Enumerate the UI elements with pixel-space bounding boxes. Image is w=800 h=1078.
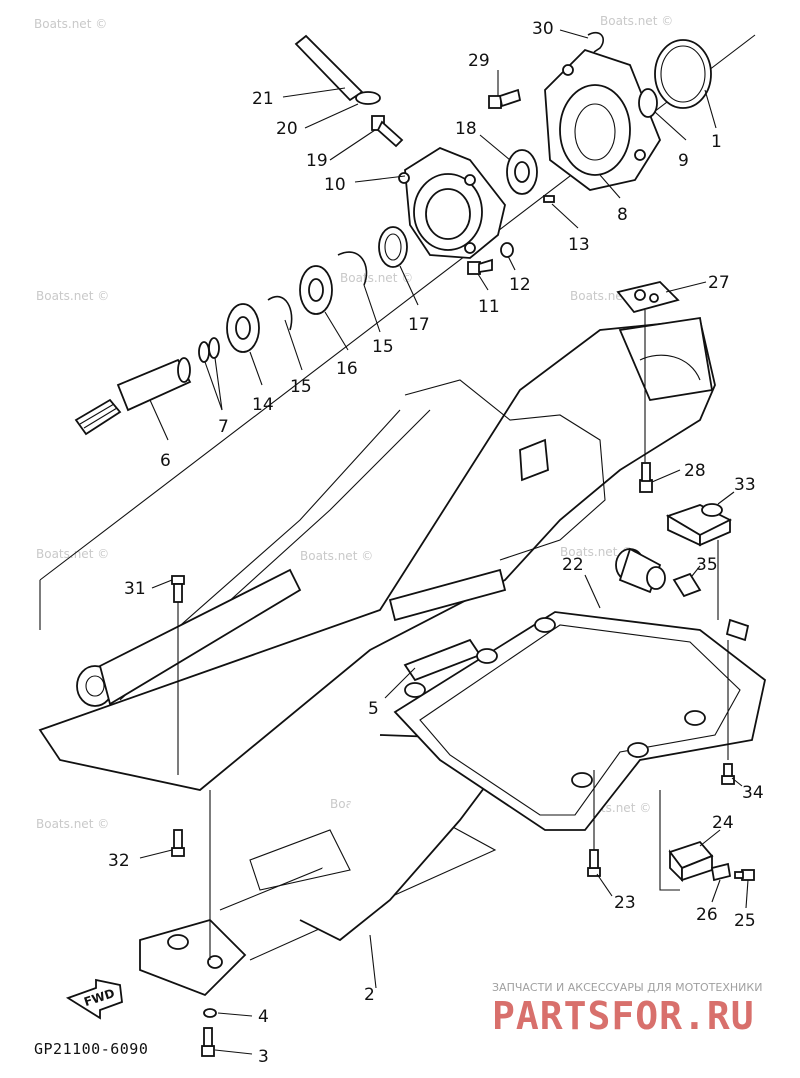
callout-25: 25 — [734, 911, 756, 931]
watermark: Boats.net © — [340, 271, 413, 285]
callout-15b: 15 — [372, 337, 394, 357]
part-27-plate — [616, 281, 680, 314]
part-19-fitting — [371, 115, 404, 148]
part-34-bolt — [721, 763, 735, 785]
callout-9: 9 — [678, 151, 689, 171]
callout-16: 16 — [336, 359, 358, 379]
callout-33: 33 — [734, 475, 756, 495]
callout-11: 11 — [478, 297, 500, 317]
callout-3: 3 — [258, 1047, 269, 1067]
part-7-oring — [208, 337, 220, 359]
part-17-snap-ring — [378, 226, 408, 268]
callout-22: 22 — [562, 555, 584, 575]
callout-24: 24 — [712, 813, 734, 833]
callout-14: 14 — [252, 395, 274, 415]
watermark: Boats.net © — [34, 17, 107, 31]
callout-17: 17 — [408, 315, 430, 335]
part-1-oring — [654, 39, 712, 109]
watermark: Boats.net © — [300, 549, 373, 563]
brand-logo: PARTSFOR.RU — [492, 994, 755, 1038]
part-28-bolt — [639, 462, 653, 493]
callout-20: 20 — [276, 119, 298, 139]
part-10-bearing-housing — [398, 146, 506, 259]
part-11-bolt — [467, 258, 493, 275]
watermark: Boats.net © — [36, 289, 109, 303]
part-26-washer — [710, 862, 732, 882]
sensor-assembly — [615, 547, 750, 642]
callout-8: 8 — [617, 205, 628, 225]
part-22-ride-plate — [393, 611, 767, 831]
part-29-bolt — [488, 88, 522, 109]
callout-4: 4 — [258, 1007, 269, 1027]
callout-labels: 1 2 3 4 5 6 7 8 9 10 11 12 13 14 15 15 1… — [108, 19, 764, 1067]
callout-32: 32 — [108, 851, 130, 871]
part-13-pin — [543, 195, 555, 203]
part-12-washer — [500, 242, 514, 258]
part-18-bearing — [506, 149, 538, 195]
callout-1: 1 — [711, 132, 722, 152]
part-24-block — [668, 840, 714, 883]
part-14-bearing — [226, 303, 260, 353]
part-20-clamp — [355, 91, 381, 105]
callout-27: 27 — [708, 273, 730, 293]
part-3-bolt — [201, 1027, 215, 1057]
part-30-clip — [587, 31, 604, 53]
callout-31: 31 — [124, 579, 146, 599]
part-35-pin — [672, 572, 702, 598]
part-31-bolt — [171, 575, 185, 603]
part-6-coupler — [74, 357, 192, 436]
part-2-jet-housing — [38, 316, 716, 997]
callout-5: 5 — [368, 699, 379, 719]
callout-29: 29 — [468, 51, 490, 71]
upper-exploded-parts — [74, 31, 712, 436]
leader-lines — [139, 29, 749, 1055]
callout-35: 35 — [696, 555, 718, 575]
part-7-oring — [198, 341, 210, 363]
callout-15: 15 — [290, 377, 312, 397]
part-25-bolt — [734, 869, 755, 881]
callout-18: 18 — [455, 119, 477, 139]
drawing-code: GP21100-6090 — [34, 1040, 149, 1058]
part-8-cover — [544, 48, 662, 191]
part-33-bracket — [665, 503, 733, 547]
part-9-oring — [638, 88, 658, 118]
watermark: Boats.net © — [560, 545, 633, 559]
part-15-circlip — [267, 295, 293, 331]
part-32-bolt — [171, 829, 185, 857]
brand-tagline: ЗАПЧАСТИ И АКСЕССУАРЫ ДЛЯ МОТОТЕХНИКИ — [492, 981, 763, 994]
callout-30: 30 — [532, 19, 554, 39]
callout-7: 7 — [218, 417, 229, 437]
callout-26: 26 — [696, 905, 718, 925]
part-16-bearing — [299, 265, 333, 315]
part-5-strip — [388, 568, 507, 622]
callout-2: 2 — [364, 985, 375, 1005]
alignment-lines — [177, 310, 729, 960]
callout-13: 13 — [568, 235, 590, 255]
part-15-circlip — [337, 251, 368, 286]
part-4-washer — [203, 1008, 217, 1018]
watermark: Boats.net © — [600, 14, 673, 28]
callout-12: 12 — [509, 275, 531, 295]
part-23-bolt — [587, 849, 601, 877]
callout-19: 19 — [306, 151, 328, 171]
fwd-arrow: FWD — [65, 978, 123, 1020]
callout-23: 23 — [614, 893, 636, 913]
callout-34: 34 — [742, 783, 764, 803]
callout-28: 28 — [684, 461, 706, 481]
watermark: Boats.net © — [36, 547, 109, 561]
callout-10: 10 — [324, 175, 346, 195]
callout-21: 21 — [252, 89, 274, 109]
callout-6: 6 — [160, 451, 171, 471]
watermark: Boats.net © — [36, 817, 109, 831]
